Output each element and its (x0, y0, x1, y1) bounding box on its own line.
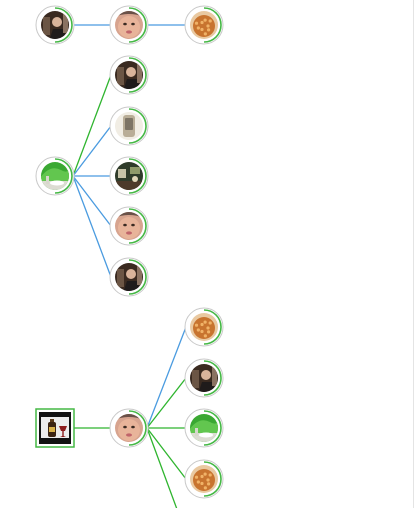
wine-bottle-icon (39, 412, 71, 444)
green-plant-icon (190, 414, 218, 442)
baby-face-icon (115, 212, 143, 240)
green-plant-icon (41, 162, 69, 190)
nodes-layer (35, 5, 224, 499)
tree-node-c1[interactable] (109, 408, 149, 448)
tree-node-c3[interactable] (184, 358, 224, 398)
tree-node-b3[interactable] (109, 156, 149, 196)
link-b0-b1 (72, 74, 112, 177)
tree-node-b2[interactable] (109, 106, 149, 146)
tree-node-c2[interactable] (184, 307, 224, 347)
link-b0-b4 (72, 175, 112, 227)
phone-device-icon (115, 112, 143, 140)
tree-node-a1[interactable] (35, 5, 75, 45)
baby-face-icon (115, 11, 143, 39)
tree-node-a3[interactable] (184, 5, 224, 45)
tree-node-c4[interactable] (184, 408, 224, 448)
dark-portrait-icon (115, 61, 143, 89)
tree-node-c5[interactable] (184, 459, 224, 499)
tree-node-b4[interactable] (109, 206, 149, 246)
food-dish-icon (190, 465, 218, 493)
tree-node-b5[interactable] (109, 257, 149, 297)
link-c1-c2 (146, 326, 187, 429)
dark-interior-icon (115, 162, 143, 190)
tree-node-b1[interactable] (109, 55, 149, 95)
link-c1-c-offscreen (146, 427, 178, 508)
food-dish-icon (190, 11, 218, 39)
scroll-edge-divider (413, 0, 414, 508)
link-b0-b5 (72, 175, 112, 278)
tree-node-b0[interactable] (35, 156, 75, 196)
link-c1-c3 (146, 377, 187, 429)
link-b0-b2 (72, 125, 112, 177)
edges-layer (72, 24, 187, 508)
link-c1-c5 (146, 427, 187, 480)
dark-portrait-icon (115, 263, 143, 291)
tree-node-c0[interactable] (35, 408, 75, 448)
tree-node-a2[interactable] (109, 5, 149, 45)
food-dish-icon (190, 313, 218, 341)
